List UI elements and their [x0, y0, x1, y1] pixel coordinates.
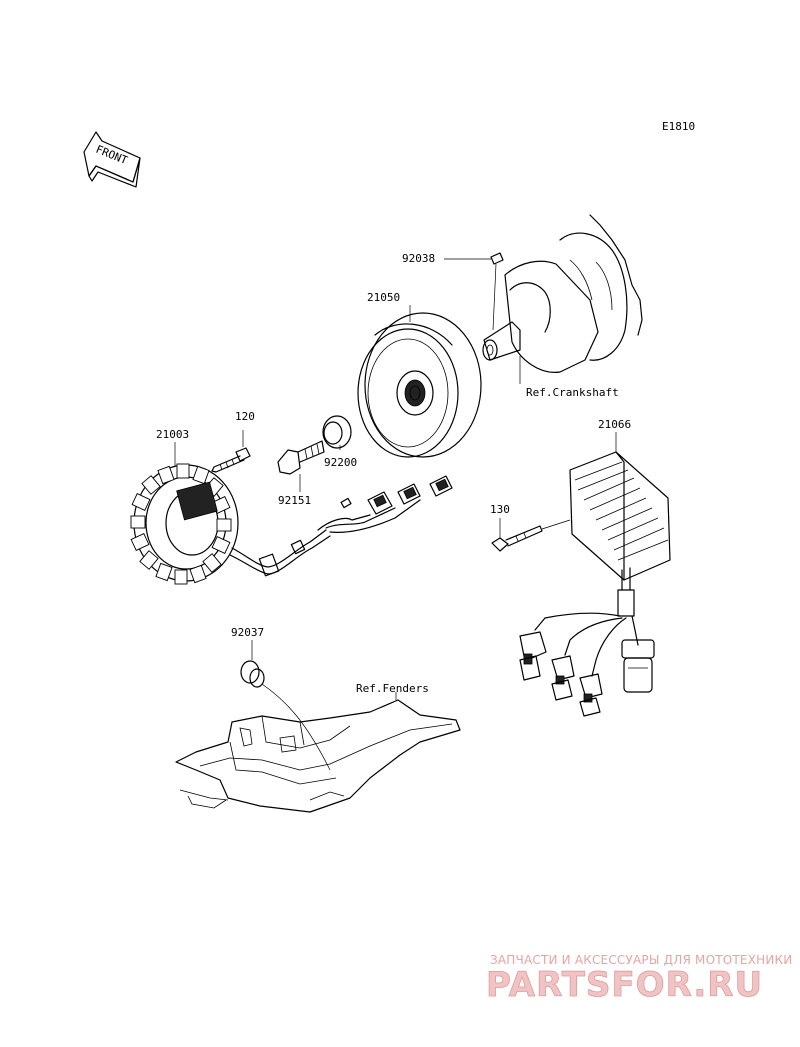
rotor-21050: 21050	[357, 291, 482, 458]
bolt-92151: 92151	[277, 440, 325, 507]
front-arrow-icon: FRONT	[83, 131, 141, 188]
bolt-130: 130	[490, 503, 571, 552]
fender-illustration	[175, 692, 461, 813]
regulator-21066: 21066	[569, 418, 671, 581]
part-label-130: 130	[490, 503, 510, 516]
part-label-21003: 21003	[156, 428, 189, 441]
regulator-harness	[519, 567, 655, 717]
washer-92200: 92200	[322, 415, 357, 469]
front-label: FRONT	[94, 143, 130, 168]
diagram-code: E1810	[662, 120, 695, 133]
watermark-tagline: ЗАПЧАСТИ И АКСЕССУАРЫ ДЛЯ МОТОТЕХНИКИ	[490, 953, 792, 967]
part-label-21050: 21050	[367, 291, 400, 304]
part-label-92038: 92038	[402, 252, 435, 265]
part-label-92151: 92151	[278, 494, 311, 507]
part-label-92037: 92037	[231, 626, 264, 639]
stator-21003: 21003	[130, 428, 239, 585]
watermark-brand: PARTSFOR.RU	[486, 965, 763, 1005]
part-label-21066: 21066	[598, 418, 631, 431]
key-92038: 92038	[402, 252, 504, 331]
crankshaft-illustration	[482, 214, 643, 373]
grommet-92037: 92037	[231, 626, 331, 771]
ref-fenders: Ref.Fenders	[356, 682, 429, 695]
stator-harness	[229, 475, 453, 577]
part-label-120: 120	[235, 410, 255, 423]
part-label-92200: 92200	[324, 456, 357, 469]
ref-crankshaft: Ref.Crankshaft	[526, 386, 619, 399]
bolt-120: 120	[211, 410, 255, 473]
